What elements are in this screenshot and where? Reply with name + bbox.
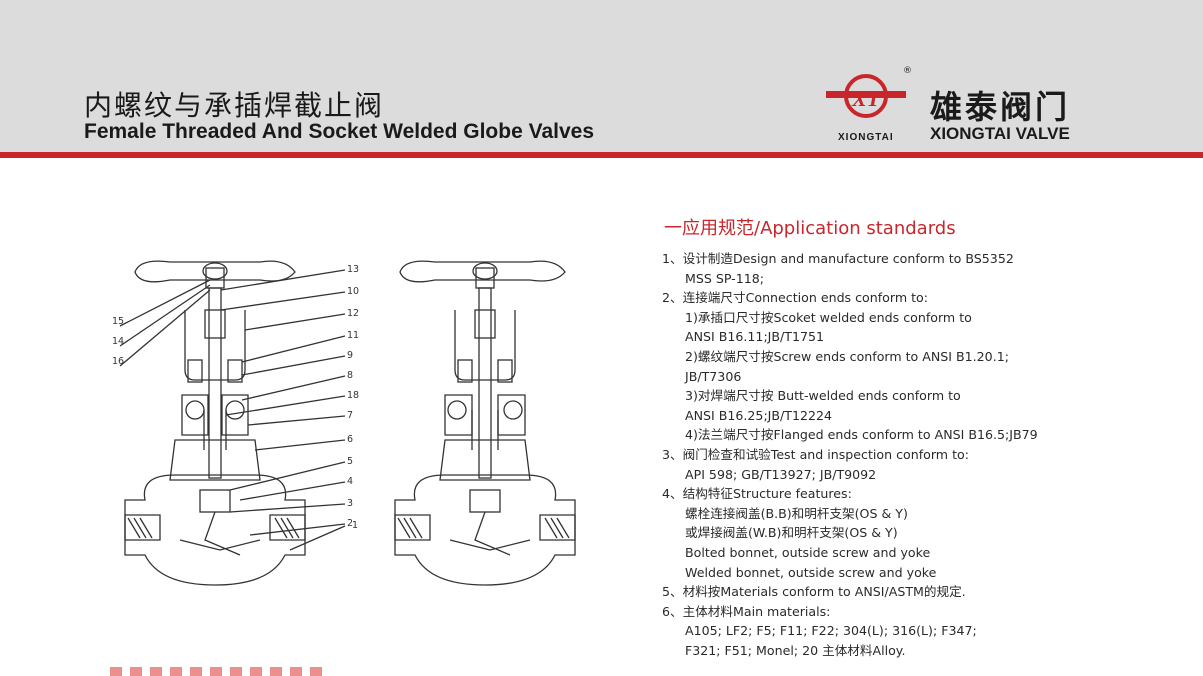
part-number-15: 15 bbox=[112, 316, 124, 327]
spec-line: 1)承插口尺寸按Scoket welded ends conform to bbox=[685, 309, 972, 325]
spec-line: 3、阀门检查和试验Test and inspection conform to: bbox=[662, 446, 969, 462]
xt-logo-icon: XT bbox=[826, 74, 906, 118]
spec-line: 或焊接阀盖(W.B)和明杆支架(OS & Y) bbox=[685, 525, 898, 541]
spec-line: 6、主体材料Main materials: bbox=[662, 603, 831, 619]
spec-line: 4)法兰端尺寸按Flanged ends conform to ANSI B16… bbox=[685, 427, 1038, 443]
part-number-12: 12 bbox=[347, 308, 359, 319]
spec-list: 1、设计制造Design and manufacture conform to … bbox=[662, 249, 1182, 660]
header-divider bbox=[0, 152, 1203, 158]
spec-line: Welded bonnet, outside screw and yoke bbox=[685, 564, 937, 580]
part-number-10: 10 bbox=[347, 286, 359, 297]
part-number-5: 5 bbox=[347, 456, 353, 467]
part-number-6: 6 bbox=[347, 434, 353, 445]
spec-line: 1、设计制造Design and manufacture conform to … bbox=[662, 251, 1014, 266]
section-heading-text: 应用规范/Application standards bbox=[682, 218, 956, 239]
spec-line: 2、连接端尺寸Connection ends conform to: bbox=[662, 290, 928, 306]
spec-line: Bolted bonnet, outside screw and yoke bbox=[685, 544, 931, 560]
spec-line: 5、材料按Materials conform to ANSI/ASTM的规定. bbox=[662, 584, 966, 600]
valve-drawing: 13 10 12 11 9 8 18 7 6 5 4 3 2 1 15 14 1… bbox=[112, 260, 576, 586]
part-number-14: 14 bbox=[112, 336, 124, 347]
brand-name-small: XIONGTAI bbox=[838, 132, 894, 143]
spec-line: API 598; GB/T13927; JB/T9092 bbox=[685, 466, 877, 482]
spec-line: 螺栓连接阀盖(B.B)和明杆支架(OS & Y) bbox=[685, 505, 908, 521]
brand-name-en: XIONGTAI VALVE bbox=[930, 124, 1070, 143]
bottom-cropped-heading bbox=[110, 664, 350, 676]
spec-line: MSS SP-118; bbox=[685, 270, 764, 286]
spec-line: 2)螺纹端尺寸按Screw ends conform to ANSI B1.20… bbox=[685, 348, 1009, 364]
part-number-9: 9 bbox=[347, 350, 353, 361]
spec-line: F321; F51; Monel; 20 主体材料Alloy. bbox=[685, 642, 906, 658]
spec-line: ANSI B16.11;JB/T1751 bbox=[685, 329, 825, 345]
part-number-11: 11 bbox=[347, 330, 359, 341]
part-number-18: 18 bbox=[347, 390, 359, 401]
part-number-2: 2 bbox=[347, 518, 353, 529]
spec-line: ANSI B16.25;JB/T12224 bbox=[685, 407, 833, 423]
part-number-13: 13 bbox=[347, 264, 359, 275]
part-number-4: 4 bbox=[347, 476, 353, 487]
part-number-3: 3 bbox=[347, 498, 353, 509]
spec-line: 3)对焊端尺寸按 Butt-welded ends conform to bbox=[685, 388, 961, 404]
brand-name-cn: 雄泰阀门 bbox=[930, 88, 1071, 126]
page-title-cn: 内螺纹与承插焊截止阀 bbox=[84, 89, 385, 122]
spec-line: 4、结构特征Structure features: bbox=[662, 486, 852, 502]
spec-line: A105; LF2; F5; F11; F22; 304(L); 316(L);… bbox=[685, 623, 977, 639]
header-band bbox=[0, 0, 1203, 152]
spec-line: JB/T7306 bbox=[685, 368, 742, 384]
part-number-1: 1 bbox=[352, 520, 358, 531]
part-number-8: 8 bbox=[347, 370, 353, 381]
part-number-7: 7 bbox=[347, 410, 353, 421]
registered-mark: ® bbox=[903, 66, 912, 76]
part-number-16: 16 bbox=[112, 356, 124, 367]
svg-text:XT: XT bbox=[851, 86, 882, 111]
section-heading-mark: 一 bbox=[664, 218, 682, 239]
page-title-en: Female Threaded And Socket Welded Globe … bbox=[84, 120, 594, 143]
section-heading: 一应用规范/Application standards bbox=[664, 214, 956, 240]
